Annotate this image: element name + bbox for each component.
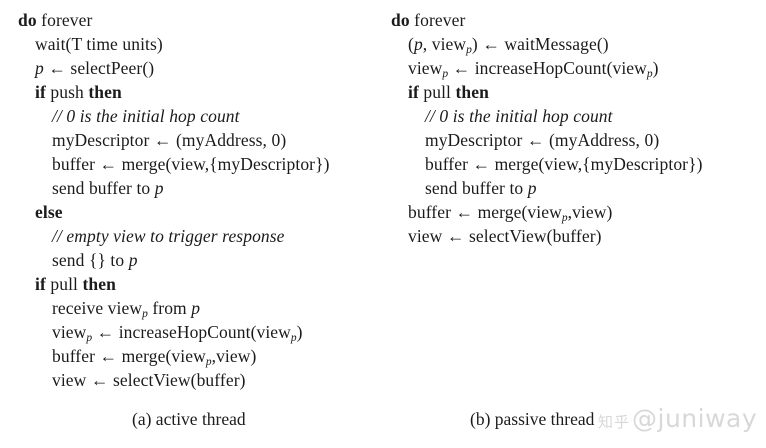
code-token-plain: wait(T time units): [35, 34, 163, 54]
code-token-plain: ,view): [567, 202, 613, 222]
code-token-plain: (: [408, 34, 414, 54]
code-token-plain: ): [652, 58, 659, 78]
code-token-cmt: // empty view to trigger response: [52, 226, 285, 246]
code-line: myDescriptor ← (myAddress, 0): [391, 128, 766, 152]
code-line: (p, viewp) ← waitMessage(): [391, 32, 766, 56]
code-token-var: p: [413, 34, 423, 54]
code-token-plain: pull: [418, 82, 456, 102]
code-line: viewp ← increaseHopCount(viewp): [18, 320, 390, 344]
code-token-plain: view ← selectView(buffer): [408, 226, 602, 246]
code-token-plain: myDescriptor ← (myAddress, 0): [425, 130, 660, 150]
code-line: send buffer to p: [391, 176, 766, 200]
code-token-plain: ← selectPeer(): [43, 58, 155, 78]
code-token-plain: myDescriptor ← (myAddress, 0): [52, 130, 287, 150]
code-token-sub: p: [142, 308, 148, 321]
code-token-sub: p: [466, 44, 472, 57]
code-token-kw: then: [455, 82, 489, 102]
code-line: send buffer to p: [18, 176, 390, 200]
code-line: else: [18, 200, 390, 224]
code-token-plain: from: [147, 298, 192, 318]
code-line: receive viewp from p: [18, 296, 390, 320]
code-line: buffer ← merge(viewp,view): [391, 200, 766, 224]
code-token-plain: , view: [422, 34, 467, 54]
code-token-kw: then: [82, 274, 116, 294]
code-line: view ← selectView(buffer): [18, 368, 390, 392]
code-token-plain: ,view): [211, 346, 257, 366]
code-token-plain: view ← selectView(buffer): [52, 370, 246, 390]
code-line: do forever: [18, 8, 390, 32]
code-line: if push then: [18, 80, 390, 104]
figure-caption-a: (a) active thread: [132, 409, 246, 429]
code-line: if pull then: [391, 80, 766, 104]
code-token-plain: receive view: [52, 298, 143, 318]
code-line: myDescriptor ← (myAddress, 0): [18, 128, 390, 152]
code-token-kw: do: [18, 10, 37, 30]
code-token-plain: buffer ← merge(view,{myDescriptor}): [52, 154, 330, 174]
code-token-cmt: // 0 is the initial hop count: [425, 106, 613, 126]
code-token-kw: if: [35, 82, 46, 102]
code-token-var: p: [128, 250, 138, 270]
code-token-plain: send buffer to: [52, 178, 155, 198]
code-token-plain: buffer ← merge(view,{myDescriptor}): [425, 154, 703, 174]
code-line: wait(T time units): [18, 32, 390, 56]
code-token-plain: view: [52, 322, 87, 342]
code-token-plain: send buffer to: [425, 178, 528, 198]
code-line: // 0 is the initial hop count: [391, 104, 766, 128]
watermark-handle: @juniway: [632, 404, 758, 433]
code-line: do forever: [391, 8, 766, 32]
code-token-plain: send {} to: [52, 250, 129, 270]
code-token-var: p: [527, 178, 537, 198]
code-line: buffer ← merge(viewp,view): [18, 344, 390, 368]
code-token-kw: then: [88, 82, 122, 102]
code-line: send {} to p: [18, 248, 390, 272]
code-line: // empty view to trigger response: [18, 224, 390, 248]
code-line: viewp ← increaseHopCount(viewp): [391, 56, 766, 80]
code-token-sub: p: [561, 212, 568, 225]
code-token-plain: ) ← waitMessage(): [471, 34, 609, 54]
code-line: buffer ← merge(view,{myDescriptor}): [391, 152, 766, 176]
code-token-plain: push: [45, 82, 89, 102]
code-token-sub: p: [205, 356, 212, 369]
code-token-plain: ): [296, 322, 303, 342]
code-line: p ← selectPeer(): [18, 56, 390, 80]
watermark-site-label: 知乎: [598, 413, 631, 431]
code-line: // 0 is the initial hop count: [18, 104, 390, 128]
figure-caption-b: (b) passive thread: [470, 409, 595, 429]
code-line: buffer ← merge(view,{myDescriptor}): [18, 152, 390, 176]
code-token-plain: buffer ← merge(view: [408, 202, 562, 222]
algorithm-column-passive-thread: do forever(p, viewp) ← waitMessage()view…: [391, 8, 766, 248]
code-token-plain: buffer ← merge(view: [52, 346, 206, 366]
code-token-kw: do: [391, 10, 410, 30]
code-token-sub: p: [86, 332, 93, 345]
code-token-kw: if: [408, 82, 419, 102]
code-token-sub: p: [646, 68, 653, 81]
code-token-plain: view: [408, 58, 443, 78]
code-token-kw: if: [35, 274, 46, 294]
code-line: if pull then: [18, 272, 390, 296]
code-token-plain: forever: [36, 10, 93, 30]
code-token-var: p: [35, 58, 44, 78]
code-token-sub: p: [290, 332, 297, 345]
zhihu-watermark: 知乎@juniway: [598, 404, 757, 433]
code-token-plain: pull: [45, 274, 83, 294]
code-token-plain: ← increaseHopCount(view: [448, 58, 647, 78]
code-token-plain: forever: [409, 10, 466, 30]
code-token-sub: p: [442, 68, 449, 81]
code-token-var: p: [154, 178, 164, 198]
code-token-plain: ← increaseHopCount(view: [92, 322, 291, 342]
code-token-kw: else: [35, 202, 63, 222]
code-token-cmt: // 0 is the initial hop count: [52, 106, 240, 126]
code-line: view ← selectView(buffer): [391, 224, 766, 248]
code-token-var: p: [191, 298, 201, 318]
